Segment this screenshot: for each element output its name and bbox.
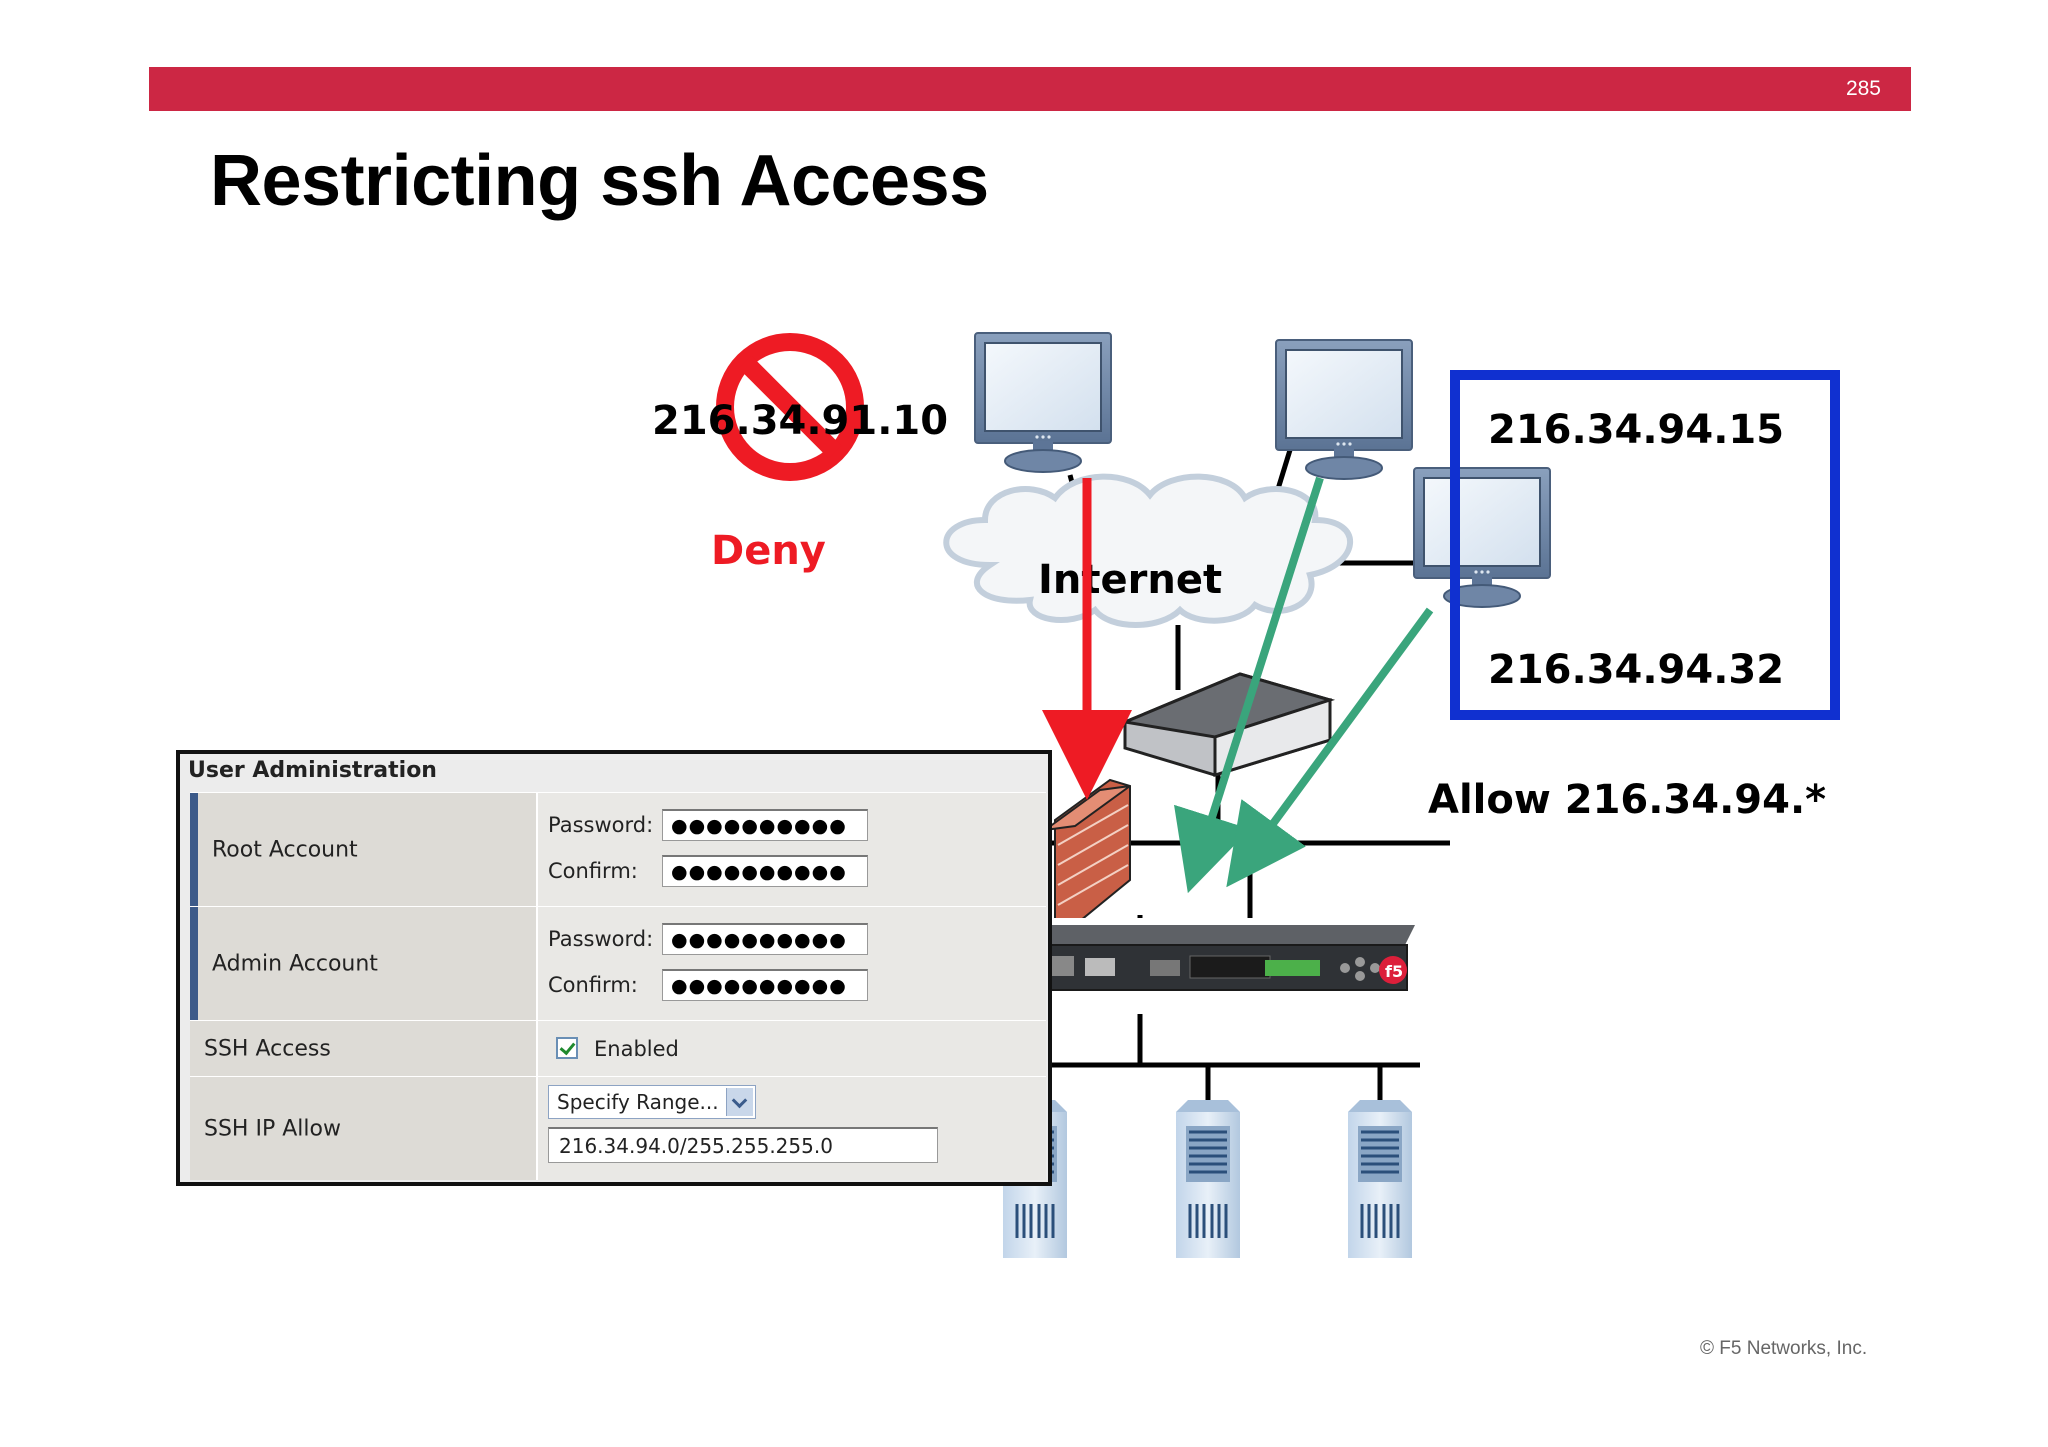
- server-icon: [1174, 1098, 1242, 1260]
- ssh-ip-range-input[interactable]: 216.34.94.0/255.255.255.0: [548, 1127, 938, 1163]
- root-account-label: Root Account: [212, 837, 358, 862]
- deny-label: Deny: [711, 528, 826, 574]
- ssh-ip-allow-row: SSH IP Allow Specify Range... 216.34.94.…: [190, 1076, 1046, 1180]
- page-number: 285: [1845, 77, 1881, 100]
- ssh-access-label: SSH Access: [204, 1036, 331, 1061]
- slide-title: Restricting ssh Access: [210, 141, 989, 221]
- ssh-access-row: SSH Access Enabled: [190, 1020, 1046, 1076]
- admin-password-label: Password:: [548, 927, 654, 951]
- admin-account-row: Admin Account Password: ●●●●●●●●●● Confi…: [190, 906, 1046, 1020]
- user-administration-panel: User Administration Root Account Passwor…: [176, 750, 1052, 1186]
- allow-label: Allow 216.34.94.*: [1428, 777, 1826, 823]
- root-confirm-label: Confirm:: [548, 859, 638, 883]
- admin-password-field[interactable]: ●●●●●●●●●●: [662, 923, 868, 955]
- allowed-range-box: [1450, 370, 1840, 720]
- allow-arrow: [1226, 607, 1434, 888]
- ssh-ip-allow-select-value: Specify Range...: [557, 1090, 719, 1114]
- cloud-label: Internet: [1038, 557, 1222, 603]
- svg-text:f5: f5: [1385, 962, 1403, 981]
- root-password-field[interactable]: ●●●●●●●●●●: [662, 809, 868, 841]
- ssh-access-checkbox[interactable]: [556, 1037, 578, 1059]
- chevron-down-icon[interactable]: [726, 1088, 753, 1116]
- root-confirm-field[interactable]: ●●●●●●●●●●: [662, 855, 868, 887]
- ssh-ip-range-value: 216.34.94.0/255.255.255.0: [559, 1134, 833, 1158]
- firewall-icon: [1044, 778, 1131, 927]
- copyright-footer: © F5 Networks, Inc.: [1700, 1338, 1868, 1359]
- admin-confirm-label: Confirm:: [548, 973, 638, 997]
- allow-arrow: [1174, 476, 1324, 894]
- allowed-ip-2: 216.34.94.32: [1488, 647, 1784, 693]
- root-password-label: Password:: [548, 813, 654, 837]
- admin-confirm-field[interactable]: ●●●●●●●●●●: [662, 969, 868, 1001]
- monitor-icon: [1413, 467, 1551, 608]
- admin-account-label: Admin Account: [212, 951, 378, 976]
- prohibited-icon: [716, 333, 864, 481]
- ssh-ip-allow-label: SSH IP Allow: [204, 1116, 341, 1141]
- monitor-icon: [1275, 339, 1413, 480]
- denied-ip: 216.34.91.10: [652, 398, 948, 444]
- ssh-access-enabled-label: Enabled: [594, 1037, 679, 1061]
- ssh-ip-allow-select[interactable]: Specify Range...: [548, 1085, 756, 1119]
- title-accent-bar: 285: [149, 67, 1911, 111]
- monitor-icon: [974, 332, 1112, 473]
- server-icon: [1346, 1098, 1414, 1260]
- allowed-ip-1: 216.34.94.15: [1488, 407, 1784, 453]
- root-account-row: Root Account Password: ●●●●●●●●●● Confir…: [190, 792, 1046, 906]
- panel-heading: User Administration: [188, 758, 437, 783]
- big-ip-appliance-icon: f5: [1003, 918, 1416, 1014]
- router-icon: [1119, 672, 1336, 778]
- cloud-icon: [943, 473, 1354, 628]
